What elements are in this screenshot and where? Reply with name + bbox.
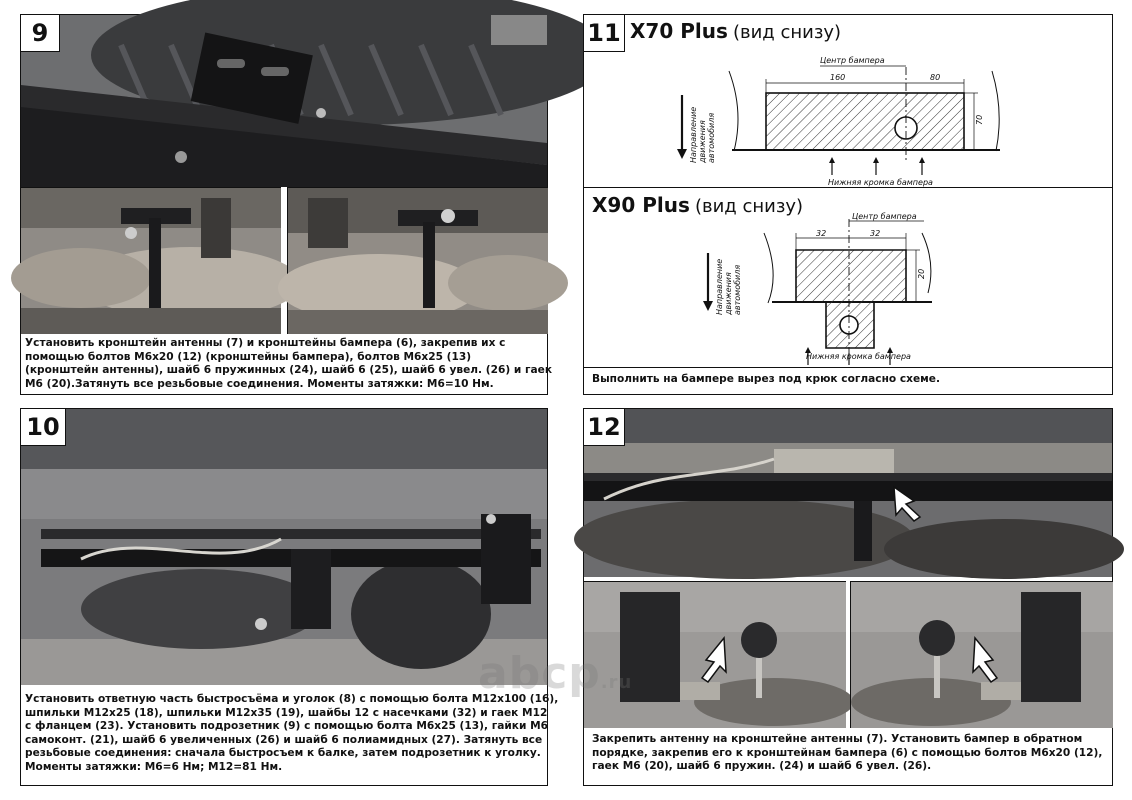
step-11-caption: Выполнить на бампере вырез под крюк согл…	[592, 373, 1104, 387]
step-9-caption: Установить кронштейн антенны (7) и кронш…	[25, 337, 553, 391]
x70-edge-label: Нижняя кромка бампера	[828, 178, 933, 187]
step-12-number: 12	[584, 409, 625, 446]
x90-model: X90 Plus	[592, 193, 690, 217]
x90-center-label: Центр бампера	[852, 212, 917, 221]
x70-cutout	[765, 92, 965, 151]
x70-arrow-head	[677, 149, 687, 159]
step-9-caption-line: помощью болтов М6х20 (12) (кронштейны ба…	[25, 350, 472, 363]
step-12-right-arrow	[972, 636, 999, 684]
x70-dim-left: 160	[830, 73, 845, 82]
x90-dim-right: 32	[870, 229, 880, 238]
step-9-number: 9	[21, 15, 60, 52]
watermark-logo: abcp.ru	[478, 648, 632, 699]
step-12-photo-right	[850, 581, 1113, 728]
step-11-caption-divider	[584, 367, 1112, 368]
x70-center-label: Центр бампера	[820, 56, 885, 65]
x90-cutout	[795, 249, 907, 349]
step-12-photo-main	[574, 409, 1124, 579]
step-10-caption-line: резьбовые соединения: сначала быстросъем…	[25, 747, 541, 760]
step-9-caption-line: (кронштейн антенны), шайб 6 пружинных (2…	[25, 364, 553, 377]
x90-title: X90 Plus (вид снизу)	[592, 193, 803, 217]
step-12-pointer-arrow	[893, 485, 922, 522]
step-10-photo	[21, 409, 547, 685]
x90-dim-height: 20	[917, 269, 926, 279]
x90-edge-label: Нижняя кромка бампера	[806, 352, 911, 361]
x90-direction-label: Направление движения автомобиля	[715, 256, 742, 316]
step-12-photo-left	[584, 581, 854, 728]
step-10-caption-line: Установить ответную часть быстросъёма и …	[25, 693, 559, 705]
step-12-caption-line: Закрепить антенну на кронштейне антенны …	[592, 733, 1083, 745]
x70-direction-label: Направление движения автомобиля	[689, 104, 716, 164]
watermark-suffix: .ru	[600, 672, 633, 693]
watermark-text: abcp	[478, 648, 601, 699]
x90-diagram: Направление движения автомобиля Центр ба…	[703, 212, 932, 365]
step-12-left-arrow	[700, 636, 727, 684]
x70-title: X70 Plus (вид снизу)	[630, 19, 841, 43]
step-9-caption-line: Установить кронштейн антенны (7) и кронш…	[25, 337, 506, 349]
step-9-photo-left	[11, 187, 301, 334]
x70-view: (вид снизу)	[732, 22, 842, 43]
x70-dim-height: 70	[975, 115, 984, 125]
step-10-caption: Установить ответную часть быстросъёма и …	[25, 693, 559, 775]
x90-view: (вид снизу)	[694, 196, 804, 217]
step-10-caption-line: самоконт. (21), шайб 6 увеличенных (26) …	[25, 733, 543, 746]
step-11-panel: 11 X70 Plus (вид снизу) Направление движ…	[583, 14, 1113, 395]
step-9-photo-main	[21, 0, 611, 187]
step-12-caption-line: гаек М6 (20), шайб 6 пружин. (24) и шайб…	[592, 760, 932, 773]
x70-dim-right: 80	[930, 73, 940, 82]
step-11-caption-line: Выполнить на бампере вырез под крюк согл…	[592, 373, 941, 385]
x90-arrow-head	[703, 301, 713, 311]
step-12-caption-line: порядке, закрепив его к кронштейнам бамп…	[592, 746, 1103, 759]
x70-diagram: Направление движения автомобиля Центр ба…	[677, 56, 1000, 187]
step-9-panel: 9	[11, 0, 611, 395]
step-9-caption-line: М6 (20).Затянуть все резьбовые соединени…	[25, 377, 494, 390]
x90-divider	[584, 187, 1112, 188]
step-9-photo-right	[278, 187, 568, 334]
step-10-number: 10	[21, 409, 66, 446]
step-12-panel: 12	[574, 408, 1124, 786]
x70-model: X70 Plus	[630, 19, 728, 43]
step-10-caption-line: шпильки М12х25 (18), шпильки М12х35 (19)…	[25, 706, 548, 719]
step-12-caption: Закрепить антенну на кронштейне антенны …	[592, 733, 1104, 774]
step-10-caption-line: с фланцем (23). Установить подрозетник (…	[25, 720, 549, 733]
step-11-number: 11	[584, 15, 625, 52]
step-10-caption-line: Моменты затяжки: М6=6 Нм; М12=81 Нм.	[25, 760, 283, 773]
step-10-panel: 10 Установить ответную часть быстросъёма…	[20, 408, 559, 786]
x90-dim-left: 32	[816, 229, 826, 238]
